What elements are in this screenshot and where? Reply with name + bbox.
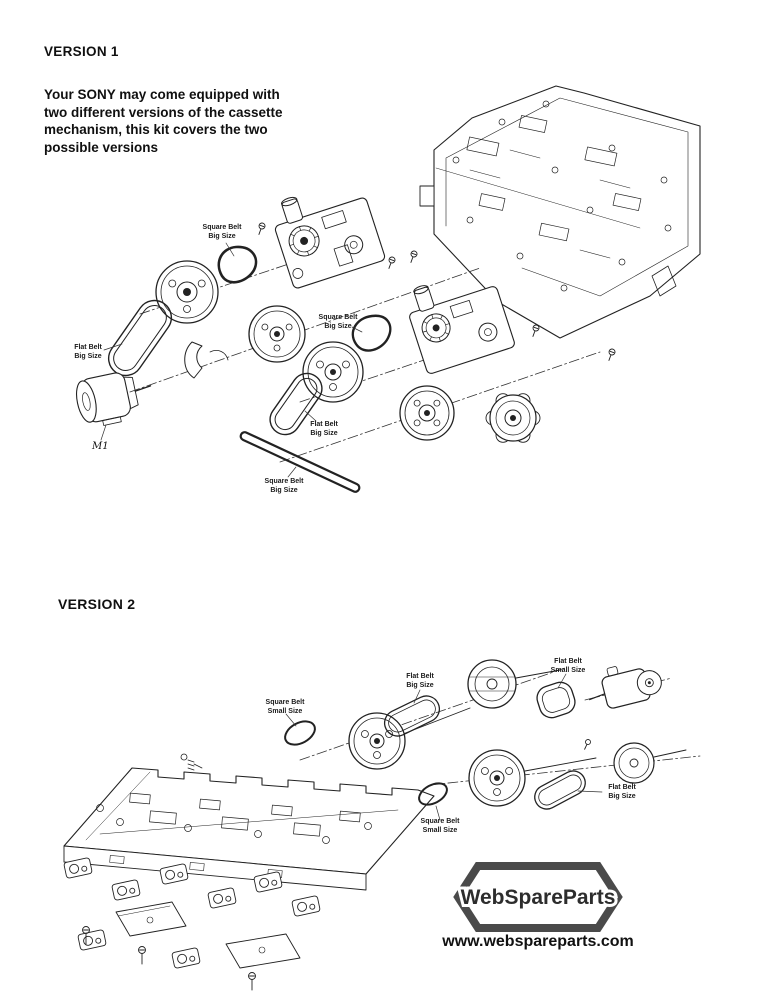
website-url: www.webspareparts.com [441, 933, 633, 950]
label-v1-square-belt-big-1: Square Belt Big Size [202, 224, 242, 241]
flywheel-1 [248, 305, 306, 363]
chassis-outline-v2 [63, 767, 435, 875]
label-v2-flat-belt-big-1: Flat Belt Big Size [406, 673, 434, 690]
pulley-3 [399, 385, 455, 441]
square-belt-big-3 [239, 431, 361, 493]
chassis-plate-v1 [419, 85, 701, 339]
flat-belt-small-v2 [536, 681, 576, 719]
version2-diagram [63, 659, 701, 991]
mount-plates-v2 [115, 901, 301, 969]
label-v2-flat-belt-big-2: Flat Belt Big Size [608, 784, 636, 801]
chassis-plate-v2 [63, 753, 435, 891]
label-v1-square-belt-big-2: Square Belt Big Size [318, 314, 358, 331]
flat-belt-big-v2-2 [534, 770, 586, 810]
motor-m1 [75, 372, 152, 426]
head-assemblies-v2 [63, 857, 321, 969]
square-belt-small-1 [284, 720, 316, 746]
pulley-large-1 [155, 260, 219, 324]
logo-text: WebSpareParts [461, 886, 616, 909]
motor-v2 [589, 666, 662, 709]
version1-diagram [75, 85, 701, 493]
version2-title: VERSION 2 [58, 596, 136, 612]
lobed-wheel [485, 393, 541, 443]
label-v1-flat-belt-big-1: Flat Belt Big Size [74, 344, 102, 361]
label-v2-square-belt-small-1: Square Belt Small Size [265, 699, 305, 716]
label-v2-square-belt-small-2: Square Belt Small Size [420, 818, 460, 835]
mechanism-block-2 [409, 285, 515, 374]
mechanism-block-1 [274, 196, 386, 289]
version1-description: Your SONY may come equipped with two dif… [44, 87, 283, 155]
label-v1-flat-belt-big-2: Flat Belt Big Size [310, 421, 338, 438]
label-motor-m1: M1 [92, 441, 109, 452]
logo-hexagon [453, 862, 623, 932]
pulley-v2-small [613, 742, 687, 784]
drum-pulley-v2 [467, 659, 561, 709]
flywheel-v2-1 [348, 707, 471, 770]
square-belt-big-1 [217, 245, 258, 284]
pivot-bracket [184, 341, 229, 379]
flat-belt-big-2 [269, 372, 323, 436]
chassis-outline [433, 85, 701, 339]
version1-title: VERSION 1 [44, 44, 119, 59]
screws-v1 [258, 222, 616, 361]
screw-with-spring [180, 753, 203, 771]
webspareparts-logo: WebSpareParts [453, 862, 623, 932]
screws-v2 [82, 739, 591, 991]
leader-lines-v2 [285, 673, 603, 821]
flywheel-2 [302, 341, 364, 403]
square-belt-small-2 [418, 782, 448, 806]
flywheel-v2-2 [468, 749, 597, 807]
flat-belt-big-v2-1 [383, 695, 441, 737]
label-v1-square-belt-big-3: Square Belt Big Size [264, 478, 304, 495]
label-v2-flat-belt-small: Flat Belt Small Size [550, 658, 586, 675]
leader-lines-v1 [100, 242, 363, 478]
square-belt-big-2 [351, 314, 392, 352]
